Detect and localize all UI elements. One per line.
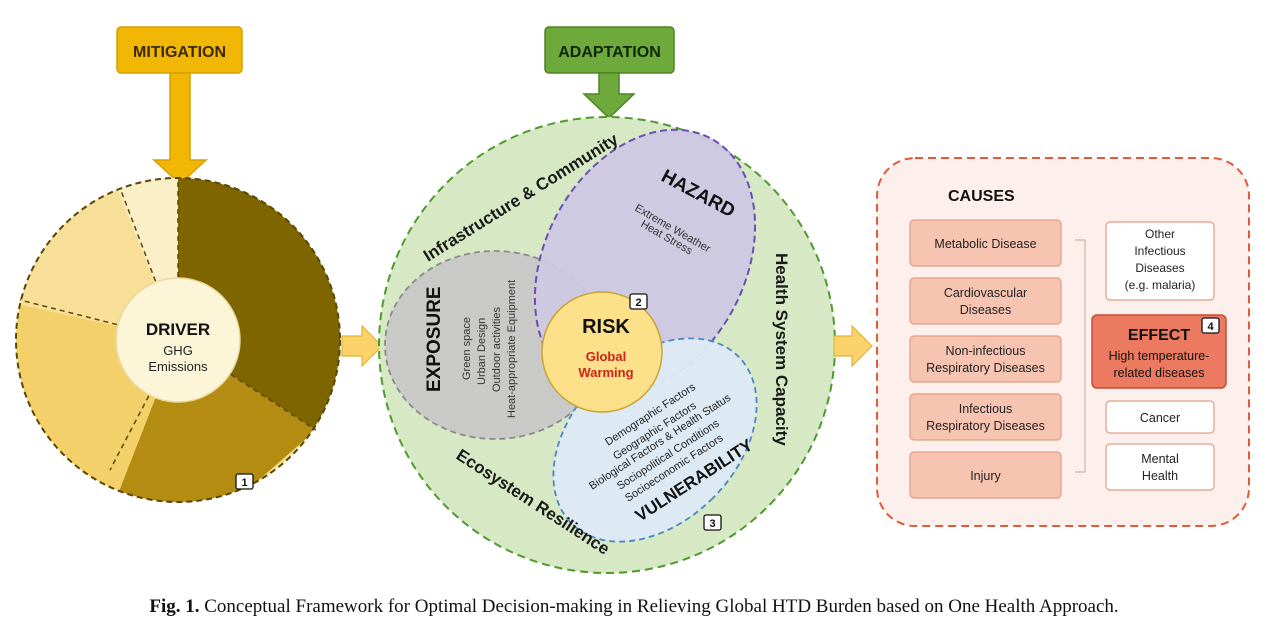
badge-1 xyxy=(235,473,254,490)
badge-3 xyxy=(703,514,722,531)
cause-label: Injury xyxy=(970,469,1001,483)
arrow-risk-to-effect xyxy=(833,324,873,368)
cause-label: Infectious xyxy=(959,402,1013,416)
effect-sub-2: related diseases xyxy=(1113,366,1204,380)
cause-label: Non-infectious xyxy=(946,344,1026,358)
cause-label: Cardiovascular xyxy=(944,286,1027,300)
risk-circle xyxy=(541,291,663,413)
cause-box-infectious-respiratory: Infectious Respiratory Diseases xyxy=(909,393,1062,441)
effect-sub-1: High temperature- xyxy=(1109,349,1210,363)
badge-1-label: 1 xyxy=(241,477,247,489)
driver-pie-outline xyxy=(15,177,341,503)
cause-label: Cancer xyxy=(1140,411,1180,425)
cause-label: Health xyxy=(1142,469,1178,483)
cause-label: Metabolic Disease xyxy=(934,237,1036,251)
effect-title: EFFECT xyxy=(1128,327,1190,344)
causes-bracket xyxy=(1075,239,1086,473)
framework-diagram: MITIGATION DRIVER GHG Emissions 1 ADAPTA… xyxy=(15,26,1250,574)
cause-box-other-infectious: Other Infectious Diseases (e.g. malaria) xyxy=(1105,221,1215,301)
risk-sub-2: Warming xyxy=(578,365,633,380)
caption-text: Conceptual Framework for Optimal Decisio… xyxy=(199,596,1119,617)
exposure-item-4: Heat-appropriate Equipment xyxy=(506,280,518,418)
driver-sub-2: Emissions xyxy=(148,359,208,374)
badge-3-label: 3 xyxy=(709,518,715,530)
driver-center xyxy=(115,277,241,403)
risk-title: RISK xyxy=(582,316,630,338)
figure-caption: Fig. 1. Conceptual Framework for Optimal… xyxy=(0,596,1268,618)
cause-box-non-infectious-respiratory: Non-infectious Respiratory Diseases xyxy=(909,335,1062,383)
cause-label: Respiratory Diseases xyxy=(926,419,1045,433)
adaptation-label: ADAPTATION xyxy=(558,44,661,61)
cause-box-mental-health: Mental Health xyxy=(1105,443,1215,491)
driver-title: DRIVER xyxy=(146,320,210,339)
badge-4-label: 4 xyxy=(1207,321,1214,333)
cause-label: Diseases xyxy=(960,303,1011,317)
cause-box-cancer: Cancer xyxy=(1105,400,1215,434)
cause-label: Respiratory Diseases xyxy=(926,361,1045,375)
health-system-label: Health System Capacity xyxy=(772,253,791,446)
cause-label: Other xyxy=(1145,227,1175,241)
cause-box-injury: Injury xyxy=(909,451,1062,499)
adaptation-arrow xyxy=(582,72,636,120)
exposure-item-1: Green space xyxy=(461,317,473,380)
causes-title: CAUSES xyxy=(948,188,1015,205)
effect-box: EFFECT High temperature- related disease… xyxy=(1091,314,1227,389)
exposure-item-3: Outdoor activities xyxy=(491,307,503,392)
risk-sub-1: Global xyxy=(586,349,626,364)
exposure-title: EXPOSURE xyxy=(424,286,445,392)
badge-2-label: 2 xyxy=(635,297,641,309)
badge-2 xyxy=(629,293,648,310)
cause-label: Infectious xyxy=(1134,244,1185,258)
cause-label: Diseases xyxy=(1135,261,1184,275)
caption-label: Fig. 1. xyxy=(149,596,200,617)
badge-4 xyxy=(1201,317,1220,334)
cause-box-cardiovascular: Cardiovascular Diseases xyxy=(909,277,1062,325)
cause-box-metabolic: Metabolic Disease xyxy=(909,219,1062,267)
mitigation-label: MITIGATION xyxy=(133,44,226,61)
cause-label: (e.g. malaria) xyxy=(1125,278,1196,292)
driver-sub-1: GHG xyxy=(163,343,193,358)
exposure-item-2: Urban Design xyxy=(476,318,488,385)
cause-label: Mental xyxy=(1141,452,1179,466)
mitigation-arrow xyxy=(152,72,208,186)
arrow-driver-to-risk xyxy=(341,324,383,368)
